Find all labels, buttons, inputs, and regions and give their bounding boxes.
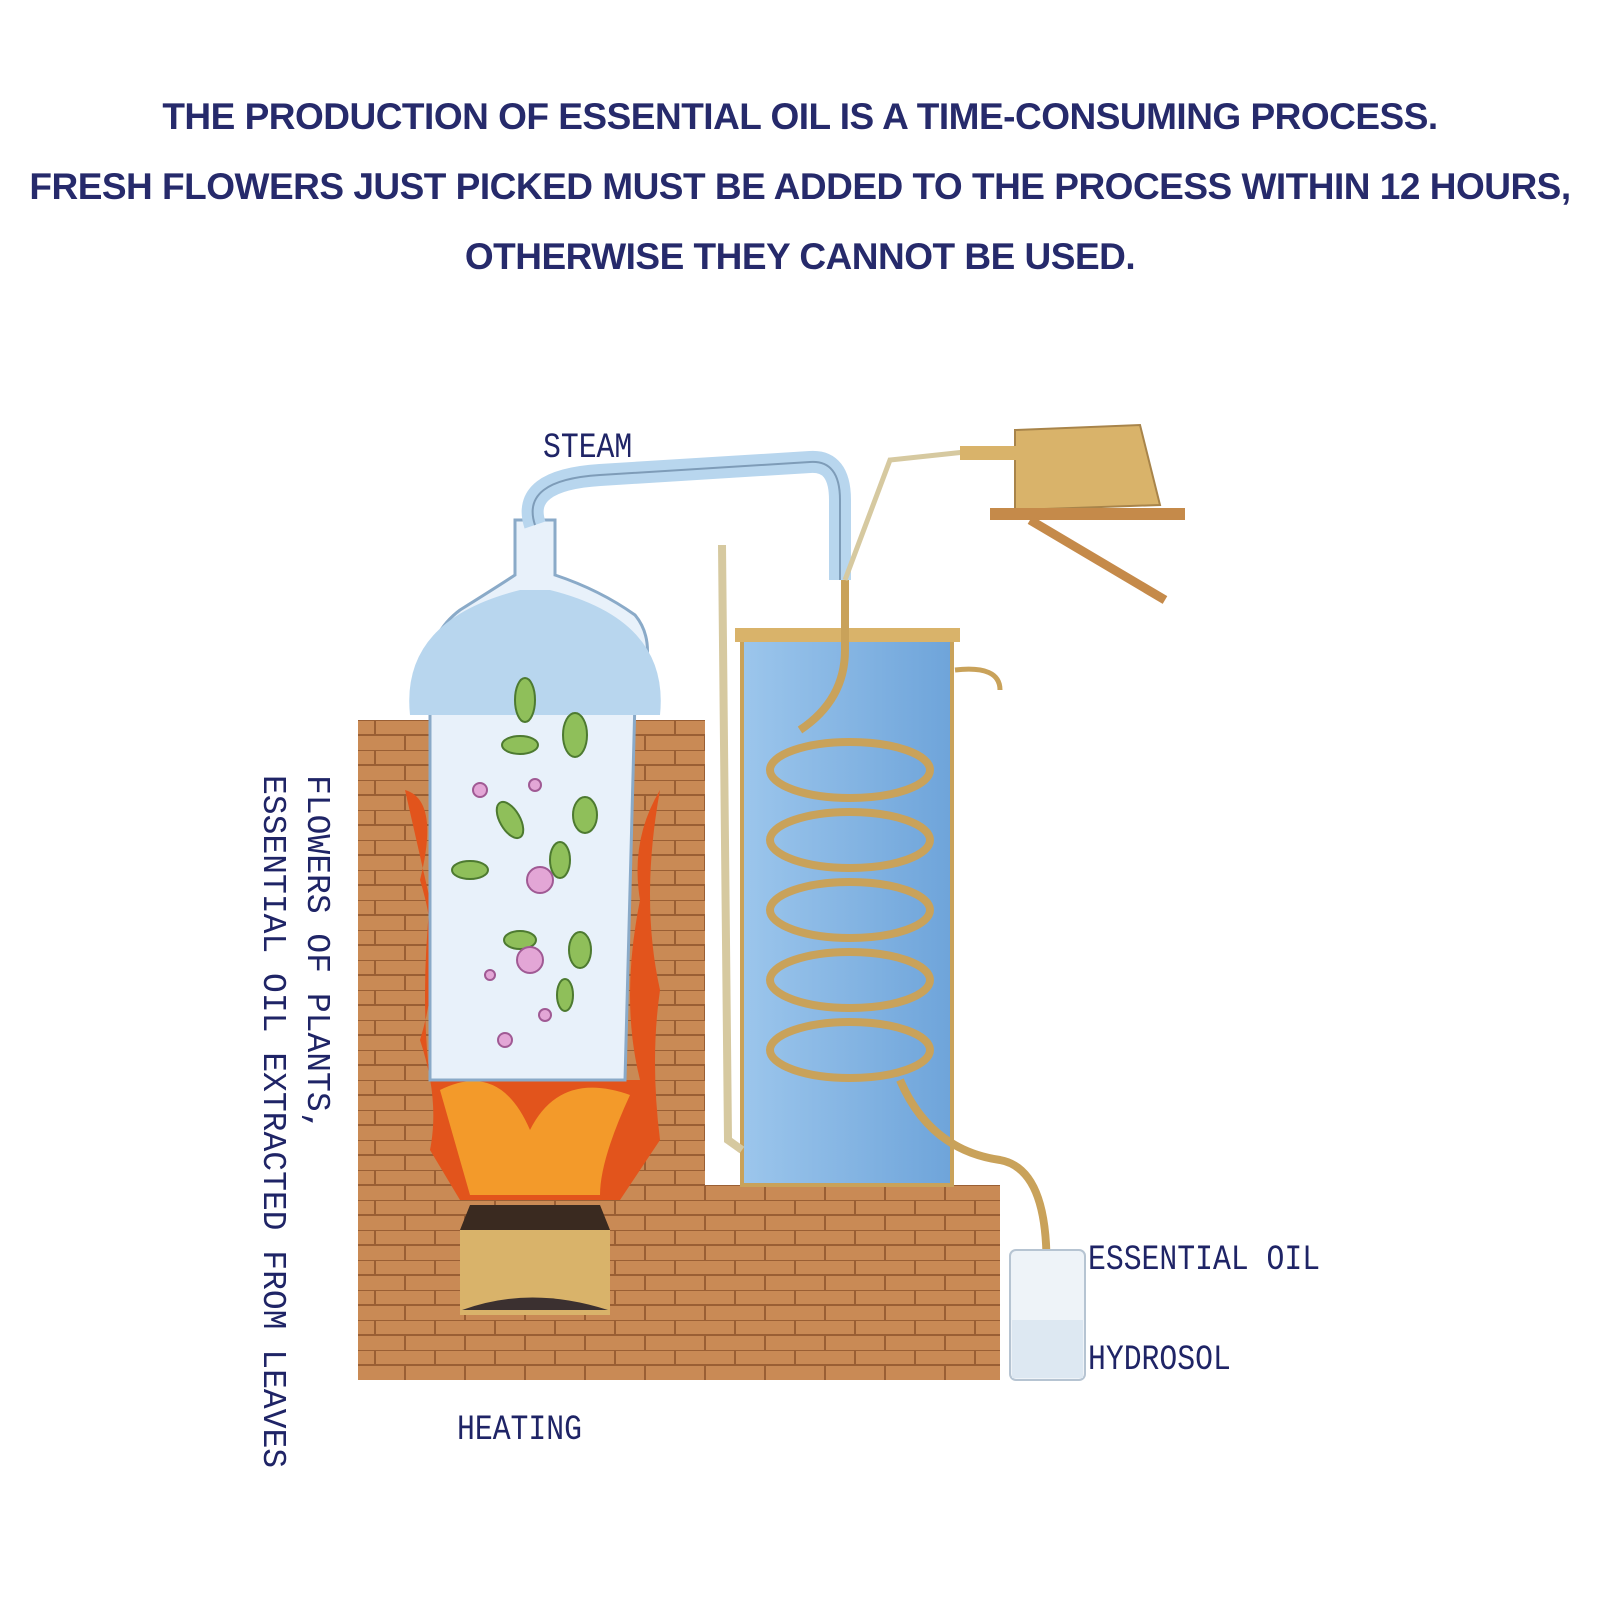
label-hydrosol: HYDROSOL bbox=[1088, 1340, 1231, 1380]
label-flowers-of-plants: FLOWERS OF PLANTS, bbox=[298, 775, 335, 1132]
heading-line-1: THE PRODUCTION OF ESSENTIAL OIL IS A TIM… bbox=[162, 96, 1438, 137]
heading-line-2: FRESH FLOWERS JUST PICKED MUST BE ADDED … bbox=[29, 166, 1571, 207]
water-supply bbox=[842, 423, 1185, 604]
label-essential-oil: ESSENTIAL OIL bbox=[1088, 1240, 1321, 1280]
flames bbox=[405, 790, 660, 1200]
steam-pipe bbox=[521, 450, 851, 580]
condenser-coil bbox=[766, 580, 1051, 1301]
condenser-tank bbox=[718, 544, 1003, 1187]
leaves-and-flowers bbox=[451, 677, 598, 1012]
label-heating: HEATING bbox=[457, 1410, 582, 1450]
heading-line-3: OTHERWISE THEY CANNOT BE USED. bbox=[464, 236, 1136, 277]
collection-jar bbox=[1009, 1249, 1086, 1381]
label-essential-oil-extracted: ESSENTIAL OIL EXTRACTED FROM LEAVES bbox=[254, 775, 291, 1469]
label-steam: STEAM bbox=[543, 428, 633, 468]
